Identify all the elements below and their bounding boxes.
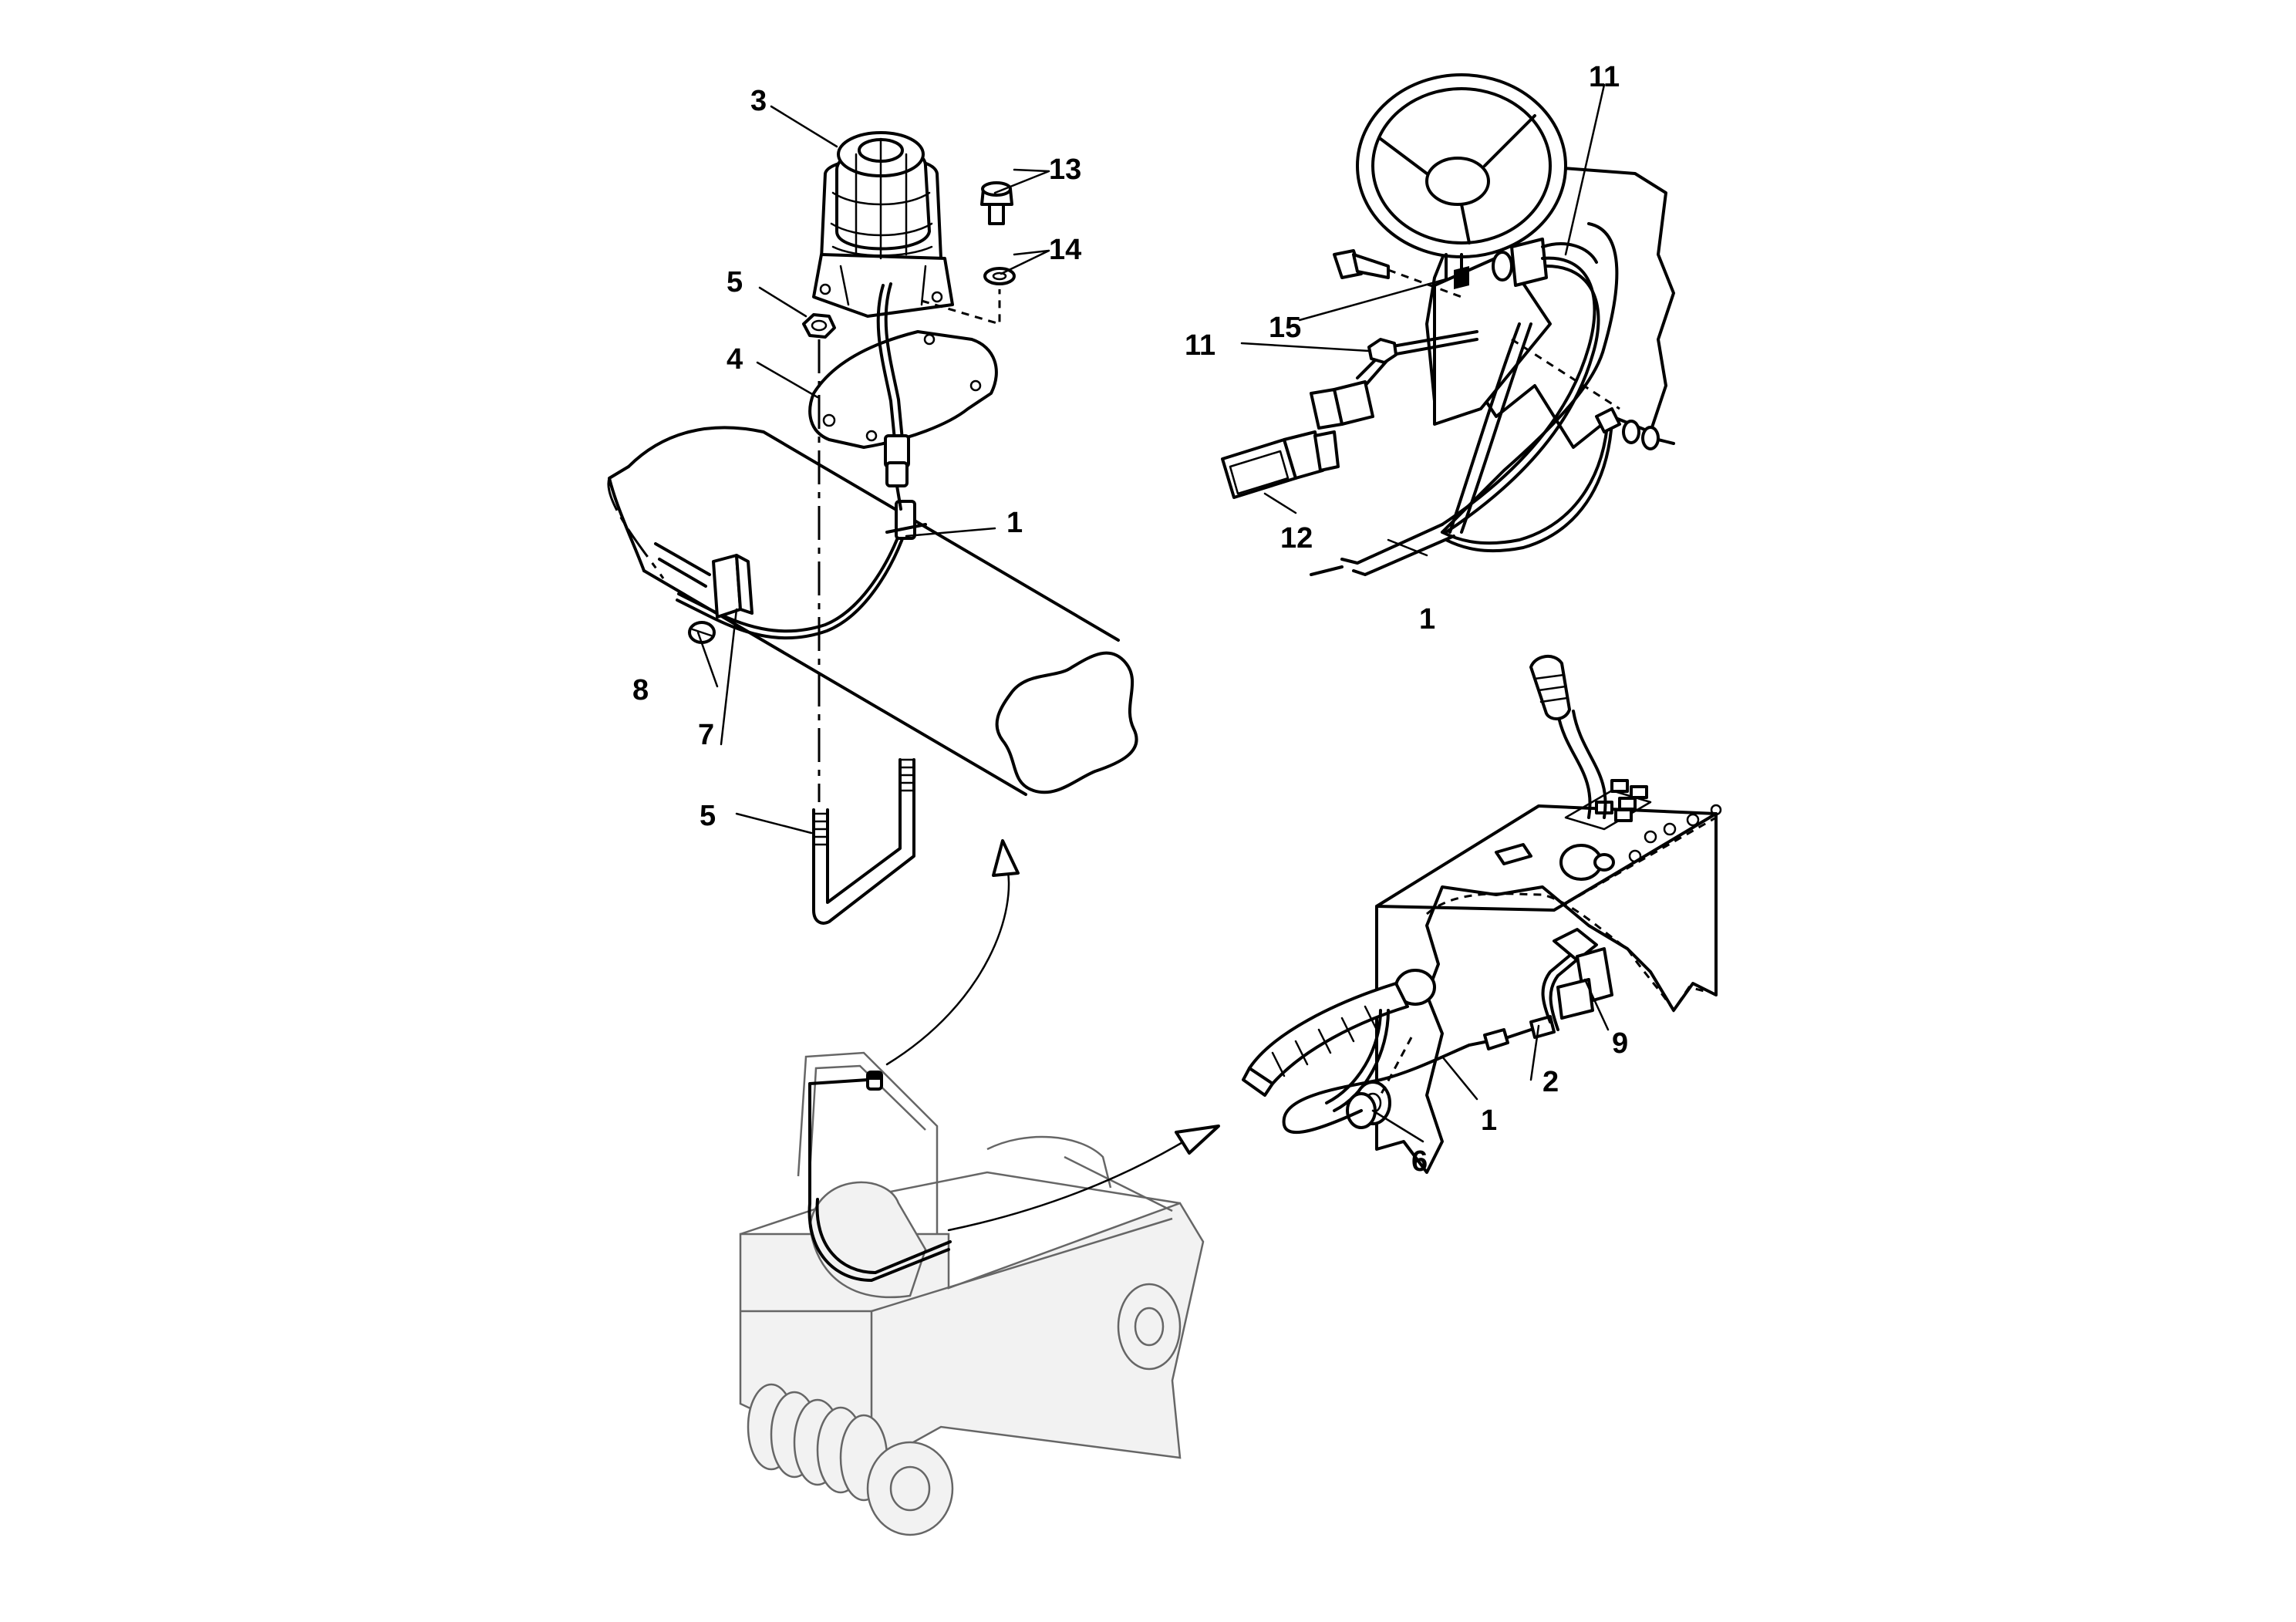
beacon-cable: [876, 282, 910, 511]
wire-1-connector-2: [1282, 951, 1583, 1135]
callout-2: 2: [1542, 1066, 1559, 1098]
centerline-right: [1511, 338, 1620, 410]
callout-3: 3: [750, 85, 767, 117]
callout-1-switch: 1: [1419, 603, 1435, 636]
roller-wheels: [747, 1283, 1182, 1536]
u-bolt-5: [812, 758, 915, 925]
callout-9: 9: [1612, 1027, 1628, 1060]
callout-4: 4: [727, 343, 743, 376]
pipe-section: [607, 426, 1138, 796]
centerline-13: [921, 289, 1001, 326]
control-box-assembly: [1242, 655, 1722, 1174]
washers-right: [1595, 407, 1675, 450]
detail-arrows: [885, 839, 1220, 1232]
rocker-switch-12: [1221, 430, 1340, 499]
steering-switch-assembly: [1221, 73, 1675, 576]
callout-1-beacon: 1: [1006, 507, 1023, 539]
callout-5-top: 5: [727, 266, 743, 298]
steering-wheel: [1356, 73, 1567, 310]
label-15: [1454, 266, 1469, 289]
connector-pipe: [885, 500, 927, 540]
joystick: [1529, 655, 1607, 819]
screw-8: [688, 621, 716, 644]
washer-14: [983, 267, 1016, 285]
callout-11-top: 11: [1589, 61, 1620, 93]
callout-14: 14: [1049, 234, 1081, 266]
beacon-assembly: [607, 131, 1138, 925]
callout-7: 7: [698, 719, 714, 751]
callout-15: 15: [1269, 312, 1301, 344]
callout-1-control: 1: [1481, 1104, 1497, 1137]
bolt-left: [1333, 249, 1390, 279]
switch-11: [1492, 238, 1598, 287]
callout-12: 12: [1280, 522, 1313, 555]
relay-9: [1553, 928, 1613, 1020]
harness-grommet: [1242, 969, 1436, 1112]
control-box: [1375, 804, 1718, 1174]
callout-6: 6: [1411, 1145, 1428, 1178]
nut-11-mid: [1367, 338, 1397, 364]
callout-5-bottom: 5: [700, 800, 716, 832]
callout-8: 8: [632, 674, 649, 706]
callout-13: 13: [1049, 153, 1081, 186]
callouts: 3 13 14 5 4 1 8 7 5 11 15 11 12 1 9 2 1 …: [632, 61, 1628, 1178]
centerline-grommet: [1379, 1037, 1413, 1096]
connector-plug: [1310, 380, 1374, 430]
bolt-13: [980, 181, 1013, 225]
wire-harness-beacon: [654, 511, 912, 640]
machine-overview: [739, 839, 1220, 1536]
mounting-plate-4: [808, 330, 998, 449]
leader-lines: [696, 83, 1610, 1143]
beacon-light-3: [812, 131, 954, 318]
clip-7: [712, 554, 754, 619]
callout-11-mid: 11: [1185, 329, 1215, 362]
nut-5-top: [802, 313, 836, 339]
